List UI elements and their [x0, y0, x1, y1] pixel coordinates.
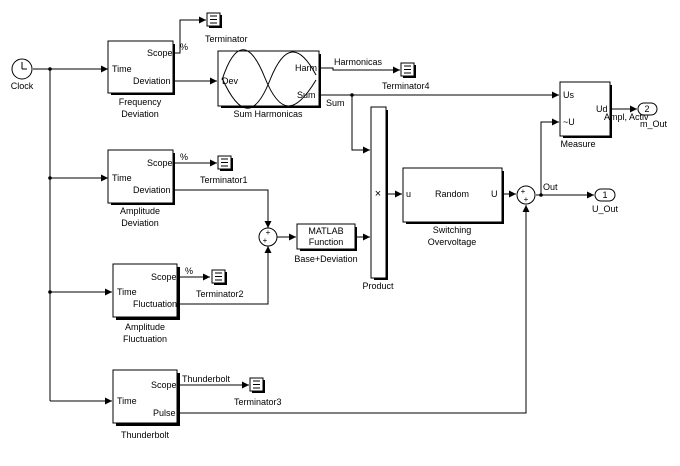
sum-block-2[interactable]: + + — [516, 185, 536, 205]
frequency-deviation-block[interactable]: Time Scope Deviation Frequency Deviation — [107, 40, 175, 119]
port-number: 1 — [602, 190, 607, 200]
clock-block[interactable]: Clock — [11, 58, 34, 91]
port-deviation: Deviation — [133, 76, 171, 86]
block-caption: Thunderbolt — [121, 430, 170, 440]
terminator3-block[interactable]: Terminator3 — [234, 377, 282, 407]
terminator4-label: Terminator4 — [382, 81, 430, 91]
terminator-label: Terminator — [205, 34, 248, 44]
terminator2-block[interactable]: Terminator2 — [196, 269, 244, 299]
port-us: Us — [563, 90, 574, 100]
out-port-label: U_Out — [592, 204, 619, 214]
switching-title: Random — [435, 189, 469, 199]
sum-sign: + — [266, 228, 271, 237]
terminator3-label: Terminator3 — [234, 397, 282, 407]
port-time: Time — [112, 173, 132, 183]
port-time: Time — [112, 64, 132, 74]
block-caption: Base+Deviation — [294, 254, 357, 264]
signal-label-thunderbolt: Thunderbolt — [182, 374, 231, 384]
out-port-label: m_Out — [640, 119, 668, 129]
port-scope: Scope — [147, 48, 173, 58]
block-caption-line1: Amplitude — [120, 206, 160, 216]
amplitude-fluctuation-block[interactable]: Time Scope Fluctuation Amplitude Fluctua… — [112, 263, 180, 344]
signal-lines — [33, 16, 637, 414]
port-fluctuation: Fluctuation — [133, 299, 177, 309]
port-u: ~U — [563, 117, 575, 127]
terminator2-label: Terminator2 — [196, 289, 244, 299]
port-harm: Harm — [295, 63, 317, 73]
signal-label-pct: % — [185, 266, 193, 276]
block-caption-line1: Switching — [433, 225, 472, 235]
block-caption-line2: Deviation — [121, 109, 159, 119]
terminator1-block[interactable]: Terminator1 — [200, 155, 248, 185]
terminator-block[interactable]: Terminator — [205, 12, 248, 44]
signal-label-pct: % — [180, 152, 188, 162]
port-scope: Scope — [151, 380, 177, 390]
product-block[interactable]: × Product — [362, 106, 394, 291]
port-pulse: Pulse — [153, 408, 176, 418]
out-port-2[interactable]: 2 m_Out — [637, 102, 668, 129]
signal-label-ampl-activ: Ampl, Activ — [604, 112, 649, 122]
block-caption-line2: Fluctuation — [123, 334, 167, 344]
block-caption: Product — [362, 281, 394, 291]
sum-sign: + — [524, 195, 529, 204]
port-u-out: U — [491, 189, 498, 199]
amplitude-deviation-block[interactable]: Time Scope Deviation Amplitude Deviation — [107, 149, 175, 228]
port-time: Time — [117, 396, 137, 406]
sum-sign: + — [521, 187, 526, 196]
signal-label-out: Out — [543, 182, 558, 192]
out-port-1[interactable]: 1 U_Out — [592, 188, 619, 214]
port-number: 2 — [644, 104, 649, 114]
block-caption-line2: Deviation — [121, 218, 159, 228]
port-scope: Scope — [147, 158, 173, 168]
signal-label-pct: % — [180, 42, 188, 52]
sum-sign: + — [263, 236, 268, 245]
port-scope: Scope — [151, 272, 177, 282]
sum-block-1[interactable]: + + — [258, 227, 278, 247]
clock-label: Clock — [11, 81, 34, 91]
matlab-function-block[interactable]: MATLAB Function Base+Deviation — [294, 223, 358, 264]
block-caption-line1: Amplitude — [125, 322, 165, 332]
matlab-line1: MATLAB — [308, 226, 343, 236]
port-time: Time — [117, 287, 137, 297]
sum-harmonicas-block[interactable]: Dev Harm Sum Sum Harmonicas — [217, 49, 321, 119]
block-caption: Sum Harmonicas — [233, 109, 303, 119]
switching-overvoltage-block[interactable]: Random u U Switching Overvoltage — [402, 167, 504, 247]
port-sum: Sum — [297, 90, 316, 100]
port-deviation: Deviation — [133, 185, 171, 195]
port-dev: Dev — [222, 76, 239, 86]
signal-label-harmonicas: Harmonicas — [334, 57, 383, 67]
block-caption-line1: Frequency — [119, 97, 162, 107]
matlab-line2: Function — [309, 237, 344, 247]
signal-label-sum: Sum — [326, 98, 345, 108]
thunderbolt-block[interactable]: Time Scope Pulse Thunderbolt — [112, 369, 180, 440]
port-ud: Ud — [596, 104, 608, 114]
block-caption: Measure — [560, 139, 595, 149]
terminator1-label: Terminator1 — [200, 175, 248, 185]
block-caption-line2: Overvoltage — [428, 237, 477, 247]
terminator4-block[interactable]: Terminator4 — [382, 62, 430, 91]
measure-block[interactable]: Us ~U Ud Measure — [559, 81, 612, 149]
product-symbol: × — [375, 188, 381, 200]
port-u-in: u — [406, 189, 411, 199]
